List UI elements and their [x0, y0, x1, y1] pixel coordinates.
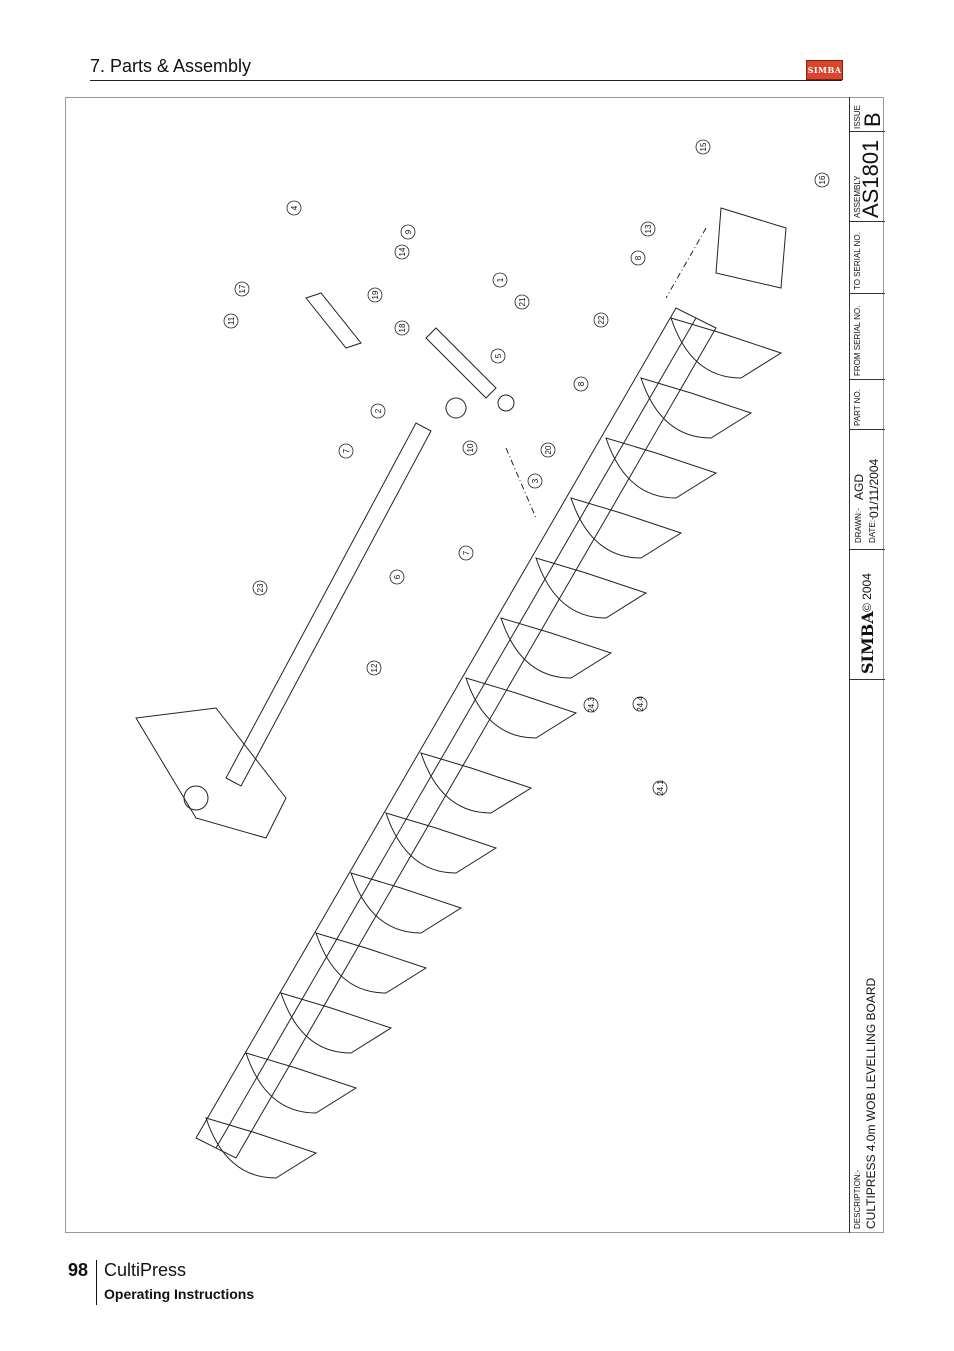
tb-part-no-cell: PART NO. [850, 380, 885, 430]
drawing-frame [65, 97, 884, 1233]
footer-subtitle: Operating Instructions [104, 1286, 255, 1302]
header-section-title: 7. Parts & Assembly [90, 56, 252, 76]
footer-divider [96, 1260, 97, 1305]
drawn-label: DRAWN:- [854, 508, 863, 543]
title-block: ISSUE B ASSEMBLY AS1801 TO SERIAL NO. FR… [849, 97, 885, 1233]
date-value: 01/11/2004 [867, 458, 881, 518]
simba-logo: SIMBA [806, 60, 843, 80]
tb-description-cell: DESCRIPTION:- CULTIPRESS 4.0m WOB LEVELL… [850, 680, 885, 1233]
tb-brand-cell: © 2004 SIMBA [850, 550, 885, 680]
footer-product: CultiPress [104, 1260, 187, 1280]
tb-from-serial-cell: FROM SERIAL NO. [850, 294, 885, 380]
description-value: CULTIPRESS 4.0m WOB LEVELLING BOARD [864, 977, 878, 1229]
to-serial-label: TO SERIAL NO. [853, 232, 862, 290]
tb-to-serial-cell: TO SERIAL NO. [850, 222, 885, 294]
date-label: DATE:- [868, 517, 877, 543]
copyright: © 2004 [860, 573, 874, 612]
tb-drawn-cell: DRAWN:- AGD DATE:- 01/11/2004 [850, 430, 885, 550]
from-serial-label: FROM SERIAL NO. [853, 305, 862, 376]
assembly-value: AS1801 [858, 139, 883, 218]
description-label: DESCRIPTION:- [853, 1169, 862, 1229]
parts-drawing [135, 139, 830, 1179]
footer-page-number: 98 [68, 1260, 89, 1280]
drawn-value: AGD [852, 473, 866, 500]
tb-issue-cell: ISSUE B [850, 97, 885, 132]
brand-logo: SIMBA [858, 611, 877, 674]
header-rule [90, 80, 842, 81]
tb-assembly-cell: ASSEMBLY AS1801 [850, 132, 885, 222]
issue-value: B [860, 112, 885, 127]
part-no-label: PART NO. [853, 389, 862, 426]
